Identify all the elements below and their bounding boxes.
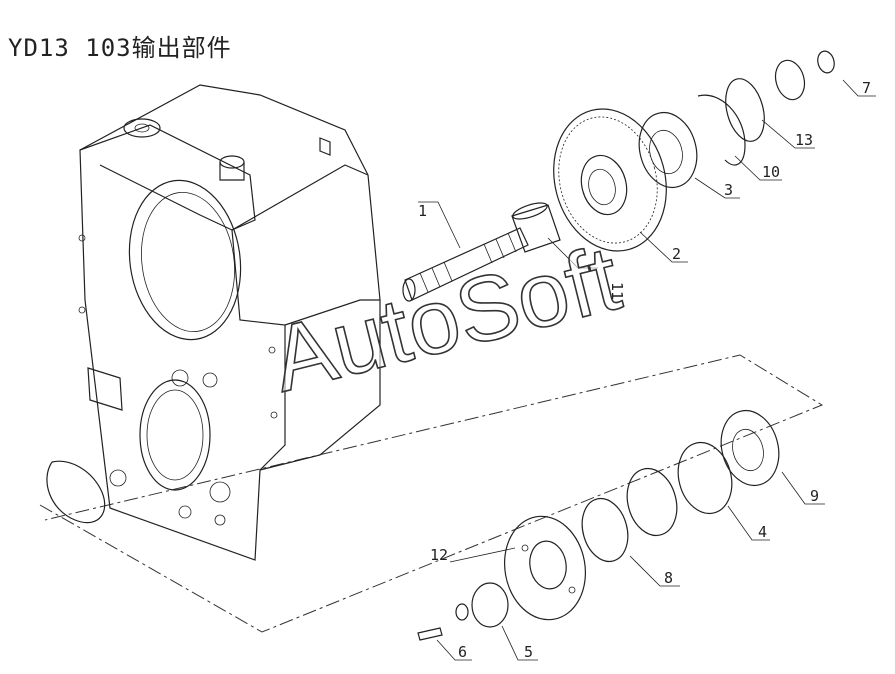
callout-11: 11 [608, 282, 626, 300]
bolt [417, 627, 443, 641]
assembly-axis-lower [39, 354, 824, 633]
snap-ring-lower [626, 467, 678, 537]
bearing-upper [638, 111, 698, 189]
spring-washer [455, 603, 469, 621]
end-cap-lower [471, 582, 509, 628]
oil-seal [581, 497, 629, 563]
callout-6: 6 [458, 643, 467, 661]
washer-upper [817, 50, 835, 74]
shim-upper [725, 78, 765, 142]
snap-ring-upper [697, 94, 746, 166]
snap-ring-housing [46, 460, 106, 524]
callout-9: 9 [810, 487, 819, 505]
callout-5: 5 [524, 643, 533, 661]
callout-1: 1 [418, 202, 427, 220]
diagram-title: YD13 103输出部件 [8, 34, 232, 62]
watermark-text: AutoSoft [262, 227, 629, 411]
callout-8: 8 [664, 569, 673, 587]
driven-gear [553, 108, 667, 252]
callout-3: 3 [724, 181, 733, 199]
bushing [511, 202, 561, 253]
output-shaft [402, 227, 529, 302]
callout-7: 7 [862, 79, 871, 97]
callout-4: 4 [758, 523, 767, 541]
callout-2: 2 [672, 245, 681, 263]
leader-lines [418, 79, 876, 661]
callout-10: 10 [762, 163, 780, 181]
callout-13: 13 [795, 131, 813, 149]
gearbox-housing [78, 84, 381, 561]
callout-12: 12 [430, 546, 448, 564]
bearing-cover [503, 515, 587, 621]
bearing-lower [720, 409, 780, 487]
end-cap-upper [774, 59, 806, 101]
